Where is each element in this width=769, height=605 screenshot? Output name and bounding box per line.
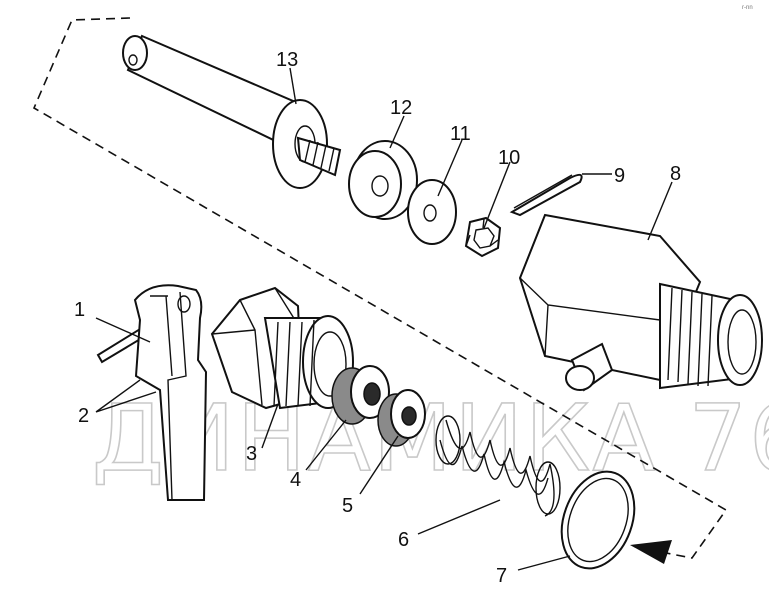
- callout-8: 8: [670, 163, 681, 185]
- callouts: 1 2 3 4 5 6 7 8 9 10 11 12 13: [74, 49, 681, 587]
- part-8-housing: [518, 213, 763, 392]
- callout-6: 6: [398, 529, 409, 551]
- part-6-spring: [435, 415, 561, 517]
- callout-5: 5: [342, 495, 353, 517]
- callout-3: 3: [246, 443, 257, 465]
- part-13-pin: [122, 34, 342, 189]
- callout-2: 2: [78, 405, 89, 427]
- corner-mark: r-nn: [742, 5, 753, 11]
- leader-lines: [95, 67, 673, 571]
- part-5-ring: [377, 389, 426, 447]
- callout-11: 11: [450, 123, 471, 145]
- callout-12: 12: [390, 97, 412, 119]
- part-10-castle-nut: [464, 216, 502, 258]
- part-9-cotter-pin: [509, 173, 583, 217]
- callout-4: 4: [290, 469, 301, 491]
- callout-9: 9: [614, 165, 625, 187]
- part-11-washer: [407, 179, 457, 245]
- callout-7: 7: [496, 565, 507, 587]
- part-4-bushing: [331, 365, 390, 425]
- direction-arrow: [630, 540, 672, 564]
- part-2-fork-lever: [133, 284, 208, 501]
- callout-1: 1: [74, 299, 85, 321]
- assembly-axis-lines: [32, 17, 728, 559]
- callout-13: 13: [276, 49, 298, 71]
- callout-10: 10: [498, 147, 520, 169]
- part-12-washer: [348, 140, 418, 220]
- part-7-o-ring: [560, 470, 636, 570]
